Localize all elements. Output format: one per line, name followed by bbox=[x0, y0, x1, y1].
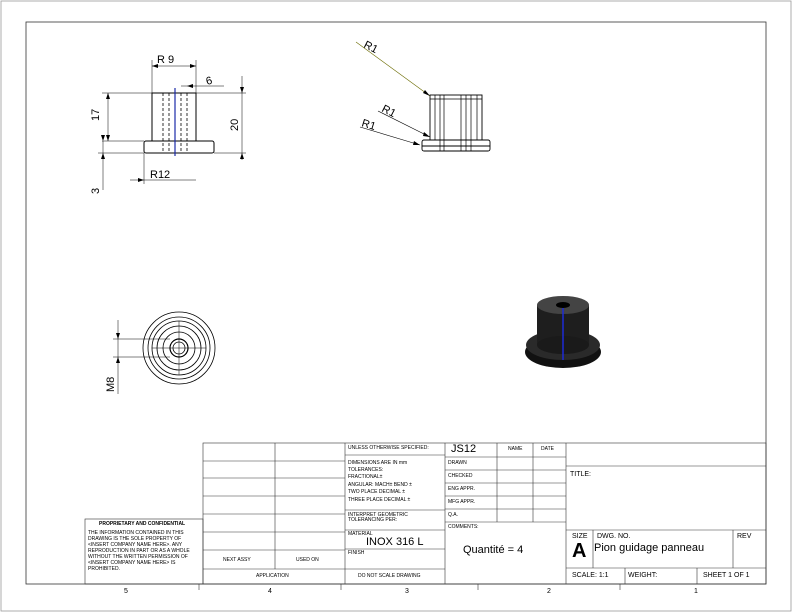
top-view bbox=[113, 311, 216, 394]
comments-label: COMMENTS: bbox=[448, 524, 479, 530]
drawn-value: JS12 bbox=[451, 443, 477, 455]
dim-r9: R 9 bbox=[157, 54, 174, 66]
dwg-no-label: DWG. NO. bbox=[597, 533, 631, 540]
dim-6: 6 bbox=[205, 75, 214, 88]
used-on-label: USED ON bbox=[296, 557, 319, 563]
dwg-no-value: Pion guidage panneau bbox=[594, 542, 705, 554]
title-label: TITLE: bbox=[570, 471, 592, 478]
material-value: INOX 316 L bbox=[366, 536, 424, 548]
zone-2: 2 bbox=[547, 588, 551, 595]
interpret-tolerancing: INTERPRET GEOMETRIC TOLERANCING PER: bbox=[348, 512, 408, 523]
rev-label: REV bbox=[737, 533, 752, 540]
eng-appr-label: ENG APPR. bbox=[448, 486, 475, 492]
scale-label: SCALE: 1:1 bbox=[572, 572, 609, 579]
weight-label: WEIGHT: bbox=[628, 572, 658, 579]
zone-1: 1 bbox=[694, 588, 698, 595]
dim-17: 17 bbox=[90, 109, 102, 121]
unless-specified: UNLESS OTHERWISE SPECIFIED: bbox=[348, 445, 429, 451]
iso-r1-top: R1 bbox=[362, 39, 380, 56]
next-assy-label: NEXT ASSY bbox=[223, 557, 251, 563]
front-dimension-lines bbox=[98, 60, 246, 190]
dim-20: 20 bbox=[229, 119, 241, 131]
comments-value: Quantité = 4 bbox=[463, 544, 524, 556]
front-view bbox=[98, 60, 246, 190]
checked-label: CHECKED bbox=[448, 473, 473, 479]
dims-line-3: FRACTIONAL± bbox=[348, 474, 383, 480]
size-label: SIZE bbox=[572, 533, 588, 540]
dim-m8: M8 bbox=[105, 377, 117, 392]
dims-line-2: TOLERANCES: bbox=[348, 467, 384, 473]
front-flange bbox=[143, 140, 215, 154]
dims-line-1: DIMENSIONS ARE IN mm bbox=[348, 460, 408, 466]
front-arrowheads bbox=[101, 64, 244, 182]
size-value: A bbox=[572, 540, 587, 562]
date-header: DATE bbox=[541, 446, 554, 452]
sheet-label: SHEET 1 OF 1 bbox=[703, 572, 750, 579]
title-block-grid bbox=[84, 442, 767, 585]
zone-ticks bbox=[198, 584, 621, 590]
iso-r1-low: R1 bbox=[360, 117, 377, 133]
finish-label: FINISH bbox=[348, 550, 365, 556]
mfg-appr-label: MFG APPR. bbox=[448, 499, 476, 505]
zone-4: 4 bbox=[268, 588, 272, 595]
dim-r12: R12 bbox=[150, 169, 170, 181]
dims-line-4: ANGULAR: MACH± BEND ± bbox=[348, 482, 412, 488]
proprietary-body: THE INFORMATION CONTAINED IN THIS DRAWIN… bbox=[88, 530, 190, 572]
front-head bbox=[151, 92, 197, 142]
iso-view bbox=[355, 41, 491, 152]
name-header: NAME bbox=[508, 446, 523, 452]
iso-leaders bbox=[355, 41, 431, 146]
proprietary-title: PROPRIETARY AND CONFIDENTIAL bbox=[99, 521, 186, 527]
no-scale-note: DO NOT SCALE DRAWING bbox=[358, 573, 421, 579]
application-label: APPLICATION bbox=[256, 573, 289, 579]
hidden-lines bbox=[162, 93, 188, 153]
dims-line-6: THREE PLACE DECIMAL ± bbox=[348, 497, 411, 503]
iso-r1-mid: R1 bbox=[380, 103, 398, 120]
dims-line-5: TWO PLACE DECIMAL ± bbox=[348, 489, 406, 495]
shaded-iso-view bbox=[525, 296, 601, 368]
material-label: MATERIAL bbox=[348, 531, 373, 537]
dim-3: 3 bbox=[90, 188, 102, 194]
zone-5: 5 bbox=[124, 588, 128, 595]
zone-3: 3 bbox=[405, 588, 409, 595]
drawn-label: DRAWN bbox=[448, 460, 467, 466]
qa-label: Q.A. bbox=[448, 512, 459, 518]
